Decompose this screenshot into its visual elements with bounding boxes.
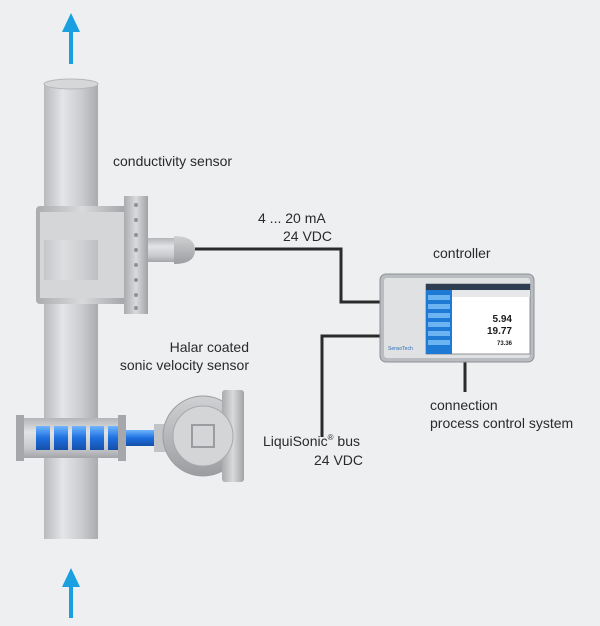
label-halar-line2: sonic velocity sensor <box>120 357 250 373</box>
label-bus: LiquiSonic® bus <box>263 433 360 449</box>
controller-reading-1: 5.94 <box>493 314 513 325</box>
flow-arrow-bottom <box>62 568 80 618</box>
controller-brand: SensoTech <box>388 346 413 352</box>
controller-reading-2: 19.77 <box>487 326 512 337</box>
sonic-velocity-sensor <box>16 390 244 482</box>
label-connection-line2: process control system <box>430 415 573 431</box>
label-voltage-top: 24 VDC <box>283 228 332 244</box>
flow-arrow-top <box>62 13 80 64</box>
label-bus-suffix: bus <box>334 433 360 449</box>
vertical-pipe <box>43 78 99 539</box>
label-bus-name: LiquiSonic <box>263 433 328 449</box>
signal-wires <box>195 247 467 437</box>
label-bus-reg: ® <box>328 433 334 442</box>
controller-reading-3: 73.36 <box>497 341 513 347</box>
label-connection-line1: connection <box>430 397 498 413</box>
label-controller: controller <box>433 245 491 261</box>
label-current-signal: 4 ... 20 mA <box>258 210 326 226</box>
conductivity-sensor <box>36 196 195 314</box>
label-voltage-bottom: 24 VDC <box>314 452 363 468</box>
label-conductivity-sensor: conductivity sensor <box>113 153 232 169</box>
label-halar-line1: Halar coated <box>170 339 249 355</box>
controller-device: 5.94 19.77 73.36 SensoTech <box>379 273 535 363</box>
